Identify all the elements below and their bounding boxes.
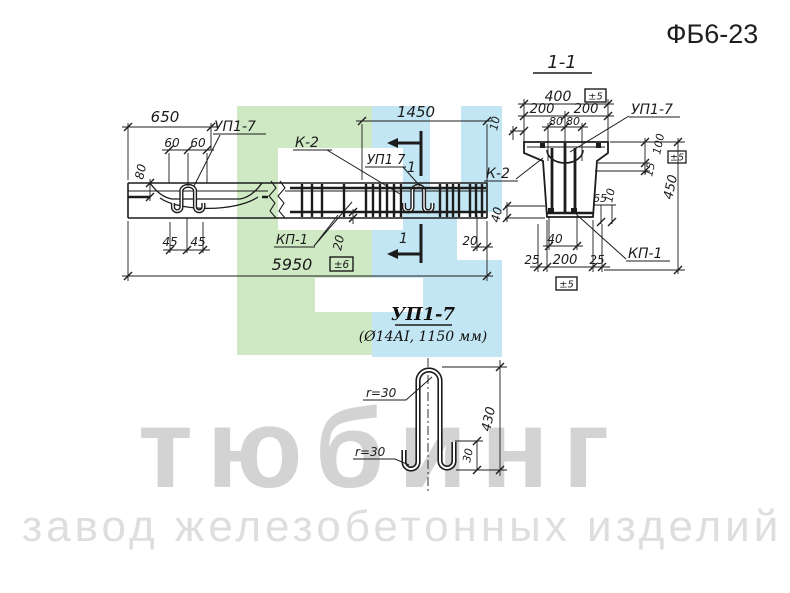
label-up17-right: УП1 7 <box>367 153 406 168</box>
dim-40-bottom: 40 <box>547 232 563 246</box>
cut-label-top: 1 <box>407 160 416 176</box>
section-dimensions: 400 ±5 200 200 80 80 10 100 ±5 15 450 65… <box>487 88 687 291</box>
dim-450: 450 <box>661 173 681 200</box>
dim-5950: 5950 <box>272 255 313 274</box>
tolerance-400: ±5 <box>588 92 603 103</box>
section-view: 1-1 400 ±5 200 200 80 80 10 <box>484 52 687 291</box>
dim-45-b: 45 <box>190 235 205 249</box>
dim-80: 80 <box>132 162 149 180</box>
dim-20-cover: 20 <box>330 233 347 251</box>
dim-60-a: 60 <box>164 136 180 150</box>
detail-title: УП1-7 <box>391 304 456 325</box>
dim-30: 30 <box>460 447 476 463</box>
section-rebar <box>540 143 601 214</box>
dim-100: 100 <box>650 132 667 155</box>
dim-650: 650 <box>151 108 180 126</box>
dim-1450: 1450 <box>397 103 435 121</box>
dim-r30-top: r=30 <box>366 386 397 400</box>
section-view-title: 1-1 <box>547 52 576 73</box>
dim-430: 430 <box>479 405 499 432</box>
dim-40-left: 40 <box>488 205 505 223</box>
dim-25-b: 25 <box>589 253 604 267</box>
label-up17-left: УП1-7 <box>214 119 256 135</box>
label-kp1: КП-1 <box>276 233 308 248</box>
label-section-kp1: КП-1 <box>628 246 662 262</box>
dim-65: 65 <box>593 192 607 205</box>
dim-80-a: 80 <box>549 115 563 128</box>
bent-bar <box>401 367 457 472</box>
bar-detail: УП1-7 (Ø14АІ, 1150 мм) 430 30 r=30 r=30 <box>353 304 507 492</box>
detail-dimensions: 430 30 r=30 r=30 <box>353 360 507 476</box>
dim-45-a: 45 <box>162 235 177 249</box>
dim-25-a: 25 <box>524 253 539 267</box>
elevation-labels: УП1-7 К-2 УП1 7 КП-1 <box>193 119 421 248</box>
dim-r30-bottom: r=30 <box>355 445 386 459</box>
beam-outline <box>127 180 488 219</box>
dim-60-b: 60 <box>190 136 206 150</box>
dim-20-end: 20 <box>462 234 478 248</box>
dim-15: 15 <box>642 161 658 177</box>
dim-400: 400 <box>545 89 572 105</box>
dim-200-b: 200 <box>574 102 599 117</box>
tolerance-200: ±5 <box>559 280 574 291</box>
elevation-dimensions: 650 60 60 80 1450 45 45 20 5950 ±6 20 <box>122 103 493 281</box>
watermark-text: тюбинг завод железобетонных изделий <box>22 386 782 551</box>
reinforcement-cage <box>290 184 486 217</box>
watermark-logo <box>237 106 502 357</box>
dim-80-b: 80 <box>566 115 580 128</box>
dim-10-right: 10 <box>602 187 618 203</box>
watermark-subtitle: завод железобетонных изделий <box>22 502 782 551</box>
elevation-view: 1 1 650 60 60 80 1450 45 45 20 5950 ±6 2… <box>122 103 493 281</box>
cut-label-bottom: 1 <box>399 231 408 247</box>
detail-spec: (Ø14АІ, 1150 мм) <box>359 329 488 345</box>
section-cut-marks: 1 1 <box>387 131 423 263</box>
label-section-k2: К-2 <box>486 166 510 182</box>
dim-10-top: 10 <box>487 115 503 131</box>
label-k2: К-2 <box>295 135 319 151</box>
dim-200-a: 200 <box>530 102 555 117</box>
tolerance-100: ±5 <box>670 153 684 164</box>
section-labels: УП1-7 К-2 КП-1 <box>484 102 680 262</box>
watermark-brand: тюбинг <box>138 386 623 511</box>
sheet-code: ФБ6-23 <box>666 19 758 49</box>
label-section-up17: УП1-7 <box>631 102 673 118</box>
tolerance-6: ±6 <box>334 259 350 271</box>
dim-200-c: 200 <box>553 253 578 268</box>
